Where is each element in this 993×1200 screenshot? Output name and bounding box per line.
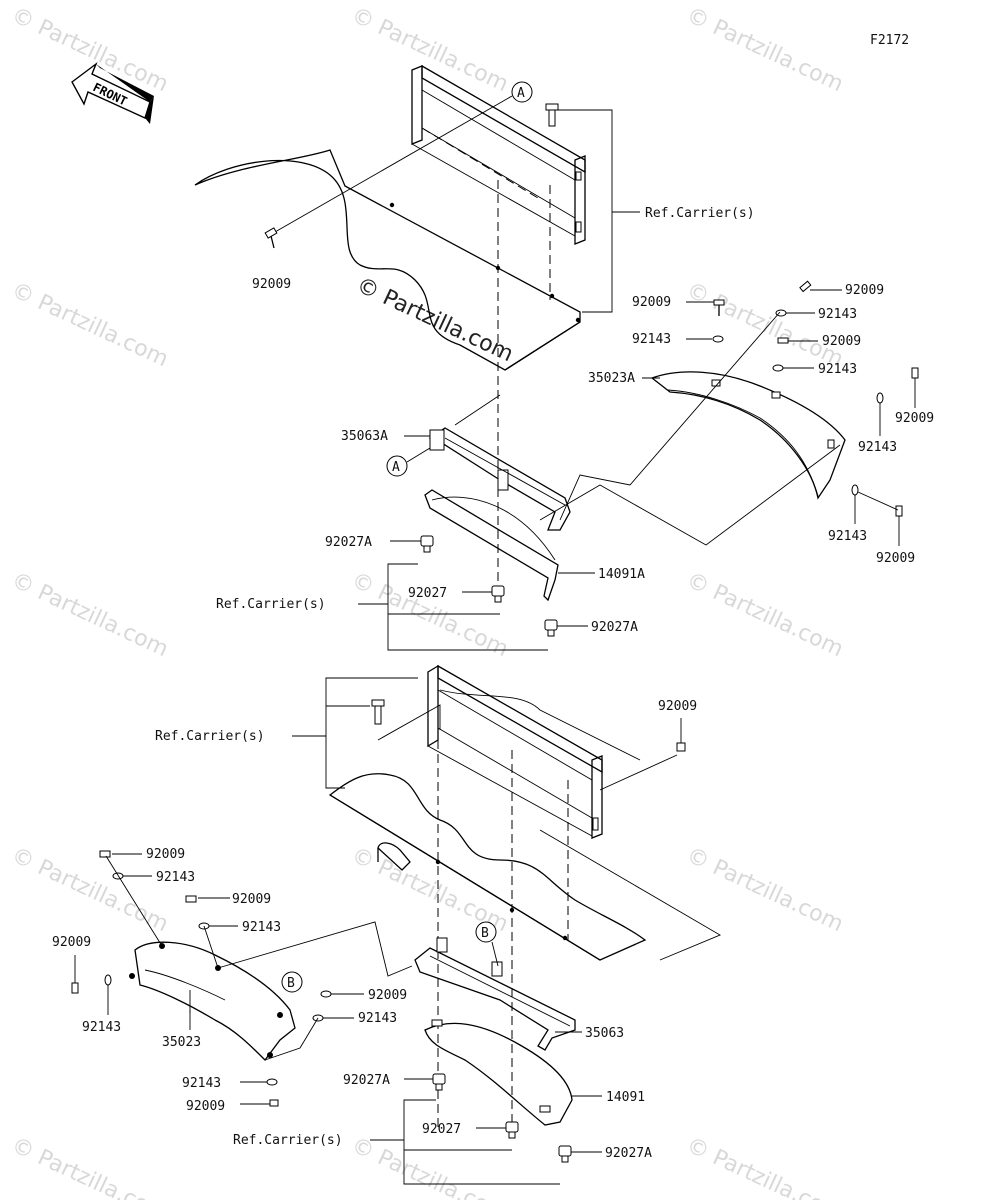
part-label-92009: 92009 bbox=[52, 935, 91, 950]
lower-cargo-bed bbox=[328, 689, 722, 961]
part-label-92143: 92143 bbox=[156, 870, 195, 885]
bolt-icon bbox=[264, 227, 278, 249]
part-label-35023a: 35023A bbox=[588, 371, 635, 386]
part-label-92009: 92009 bbox=[658, 699, 697, 714]
nut-icon bbox=[420, 535, 434, 553]
part-label-35063: 35063 bbox=[585, 1026, 624, 1041]
part-label-35023: 35023 bbox=[162, 1035, 201, 1050]
upper-cargo-bed bbox=[194, 127, 581, 371]
part-label-92143: 92143 bbox=[818, 362, 857, 377]
part-label-92027a: 92027A bbox=[591, 620, 638, 635]
upper-bracket-35063a bbox=[428, 427, 571, 531]
ref-carrier-bracket bbox=[552, 109, 613, 313]
callout-a-circle bbox=[386, 455, 408, 477]
part-label-92143: 92143 bbox=[358, 1011, 397, 1026]
fender-hardware bbox=[712, 280, 919, 517]
watermark-text: © Partzilla.com bbox=[682, 568, 846, 662]
bolt-icon bbox=[545, 103, 559, 127]
part-label-92009: 92009 bbox=[368, 988, 407, 1003]
watermark-text: © Partzilla.com bbox=[682, 843, 846, 937]
watermark-text: © Partzilla.com bbox=[682, 1133, 846, 1200]
watermark-text: © Partzilla.com bbox=[7, 278, 171, 372]
part-label-92009: 92009 bbox=[822, 334, 861, 349]
callout-b-circle bbox=[475, 921, 497, 943]
part-label-92143: 92143 bbox=[858, 440, 897, 455]
callout-b-label: B bbox=[287, 976, 295, 991]
part-label-92143: 92143 bbox=[242, 920, 281, 935]
callout-a-label: A bbox=[392, 460, 400, 475]
part-label-92009: 92009 bbox=[632, 295, 671, 310]
ref-carrier-label: Ref.Carrier(s) bbox=[155, 729, 265, 744]
watermark-text: © Partzilla.com bbox=[682, 3, 846, 97]
part-label-92027: 92027 bbox=[408, 586, 447, 601]
upper-fender-35023a bbox=[650, 371, 846, 500]
upper-bracket-14091a bbox=[424, 489, 559, 602]
figure-code: F2172 bbox=[870, 33, 909, 48]
ref-carrier-bracket bbox=[325, 677, 418, 789]
watermark-layer: © Partzilla.com © Partzilla.com © Partzi… bbox=[7, 3, 846, 1200]
part-label-92143: 92143 bbox=[632, 332, 671, 347]
watermark-text: © Partzilla.com bbox=[347, 568, 511, 662]
lower-fender-35023 bbox=[129, 941, 296, 1061]
part-label-92027: 92027 bbox=[422, 1122, 461, 1137]
part-label-14091a: 14091A bbox=[598, 567, 645, 582]
ref-carrier-label: Ref.Carrier(s) bbox=[233, 1133, 343, 1148]
part-label-92009: 92009 bbox=[146, 847, 185, 862]
callout-a-circle bbox=[511, 81, 533, 103]
lower-carrier-frame bbox=[427, 664, 603, 839]
nut-icon bbox=[491, 585, 505, 603]
nut-icon bbox=[505, 1121, 519, 1139]
part-label-92009: 92009 bbox=[232, 892, 271, 907]
part-label-92009: 92009 bbox=[252, 277, 291, 292]
callout-b-label: B bbox=[481, 926, 489, 941]
nut-icon bbox=[432, 1073, 446, 1091]
ref-carrier-bracket bbox=[387, 563, 548, 651]
nut-icon bbox=[558, 1145, 572, 1163]
watermark-text: © Partzilla.com bbox=[7, 1133, 171, 1200]
part-label-92027a: 92027A bbox=[343, 1073, 390, 1088]
watermark-text: © Partzilla.com bbox=[7, 568, 171, 662]
part-label-92143: 92143 bbox=[818, 307, 857, 322]
watermark-text: © Partzilla.com bbox=[347, 1133, 511, 1200]
watermark-text: © Partzilla.com bbox=[682, 278, 846, 372]
bolt-icon bbox=[371, 699, 385, 725]
watermark-main: © Partzilla.com bbox=[352, 273, 516, 367]
part-label-92027a: 92027A bbox=[605, 1146, 652, 1161]
callout-a-label: A bbox=[517, 86, 525, 101]
callout-b-circle bbox=[281, 971, 303, 993]
part-label-92009: 92009 bbox=[876, 551, 915, 566]
part-label-92009: 92009 bbox=[186, 1099, 225, 1114]
ref-carrier-bracket bbox=[403, 1099, 560, 1185]
part-label-92143: 92143 bbox=[182, 1076, 221, 1091]
part-label-92009: 92009 bbox=[895, 411, 934, 426]
part-label-92143: 92143 bbox=[82, 1020, 121, 1035]
nut-icon bbox=[544, 619, 558, 637]
bolt-icon bbox=[676, 742, 686, 752]
ref-carrier-label: Ref.Carrier(s) bbox=[645, 206, 755, 221]
ref-carrier-label: Ref.Carrier(s) bbox=[216, 597, 326, 612]
part-label-92143: 92143 bbox=[828, 529, 867, 544]
part-label-92027a: 92027A bbox=[325, 535, 372, 550]
part-label-92009: 92009 bbox=[845, 283, 884, 298]
part-label-35063a: 35063A bbox=[341, 429, 388, 444]
lower-assembly: Ref.Carrier(s) 92009 35023 bbox=[52, 664, 722, 1185]
lower-bracket-14091 bbox=[424, 1019, 573, 1126]
upper-assembly: Ref.Carrier(s) A 92009 35023A bbox=[194, 64, 934, 651]
part-label-14091: 14091 bbox=[606, 1090, 645, 1105]
